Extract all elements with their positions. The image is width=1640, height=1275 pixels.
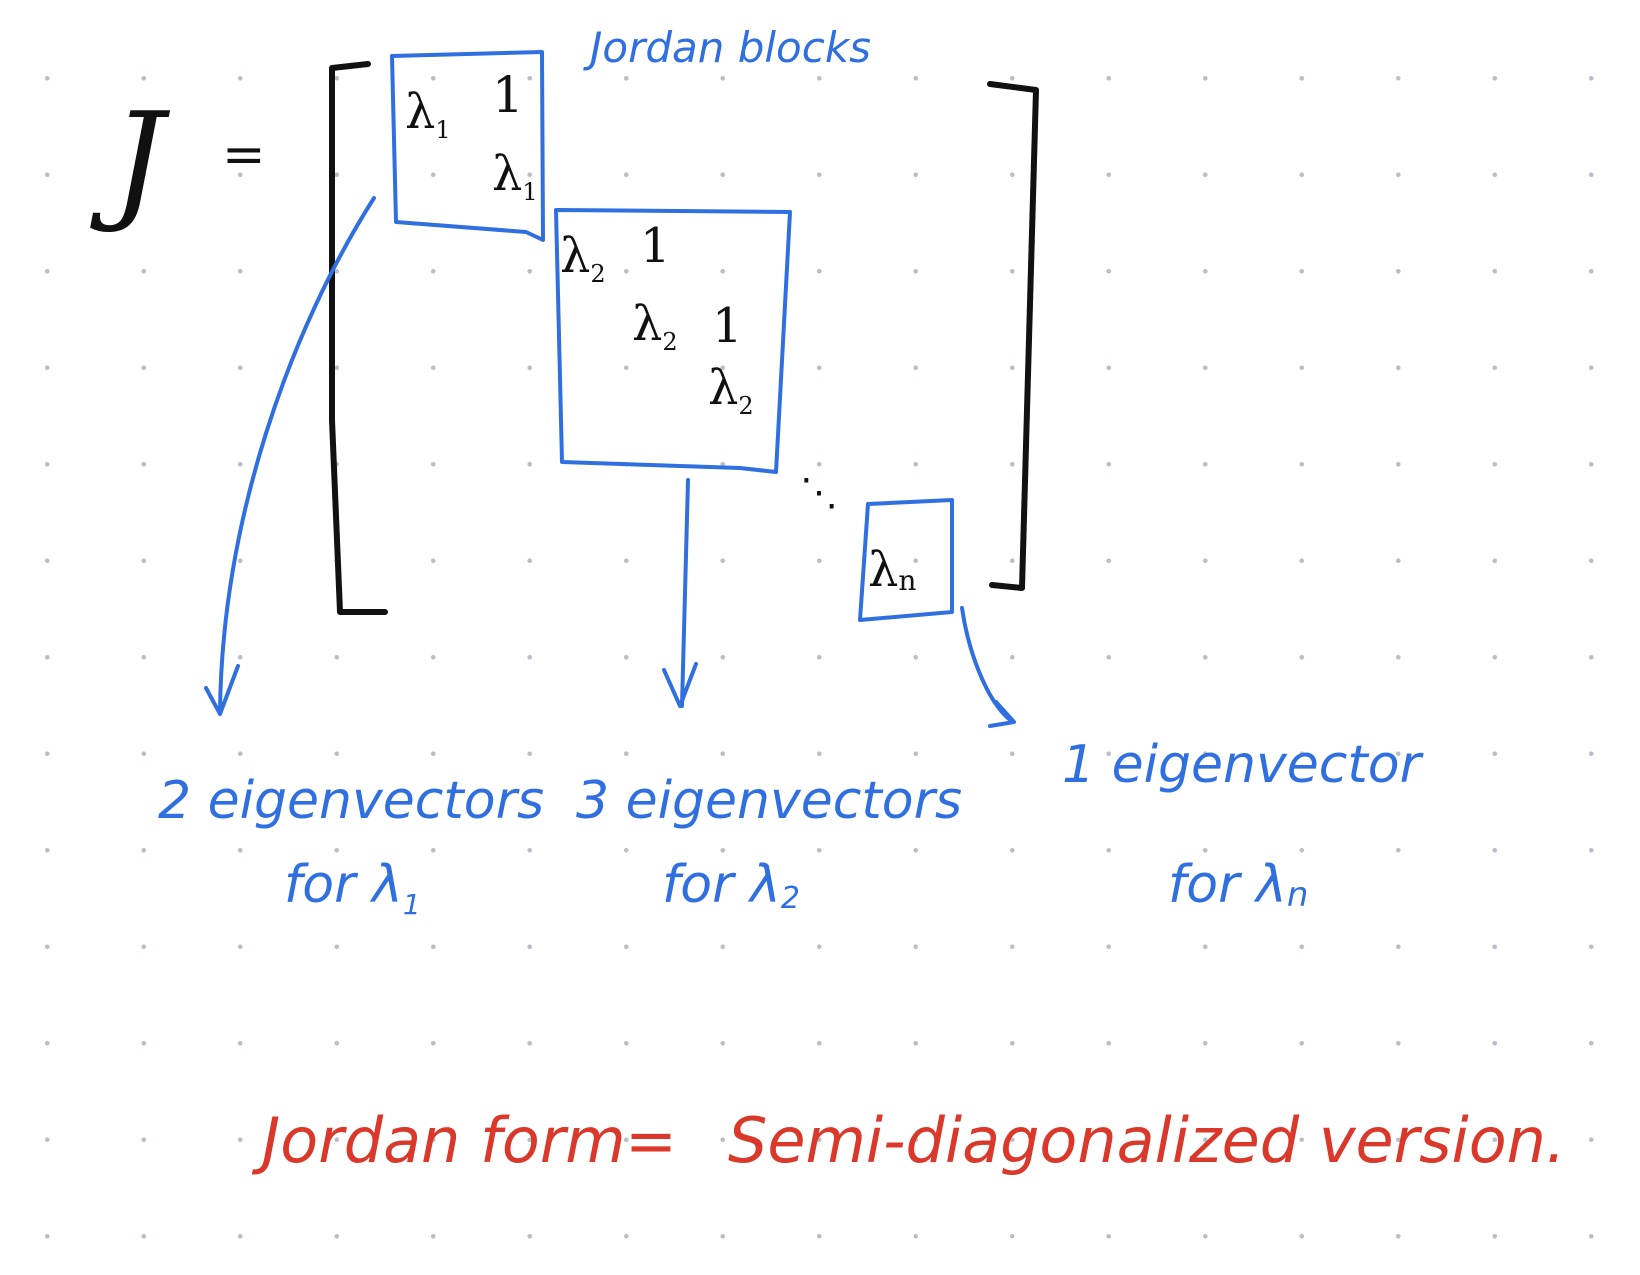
left-bracket [329,61,388,615]
annotation-block1-line1: 2 eigenvectors [158,771,544,831]
summary-left: Jordan form [251,1104,626,1177]
arrow-block3 [960,606,1012,722]
block1-lambda-2: λ1 [492,146,538,206]
arrow-block3-head [988,700,1016,728]
block3-lambda-n: λn [868,542,916,598]
block2-lambda-1: λ2 [560,228,606,288]
matrix-symbol: J [90,84,171,236]
jordan-blocks-label: Jordan blocks [583,23,871,72]
block1-lambda-1: λ1 [405,84,451,144]
annotation-block2-line2: for λ2 [662,855,800,916]
block1-one: 1 [492,66,524,124]
block2-lambda-3: λ2 [708,360,754,420]
equals-sign: = [222,125,266,185]
arrow-block2-head [662,662,698,708]
block2-one-1: 1 [640,218,671,274]
jordan-block-n-box [858,498,954,622]
arrow-block1 [218,196,376,714]
summary-right: Semi-diagonalized version. [728,1104,1566,1177]
arrow-block2 [680,478,690,708]
annotation-block1-line2: for λ1 [284,855,421,921]
jordan-block-1-box [390,50,545,242]
right-bracket [987,81,1039,591]
annotation-block2-line1: 3 eigenvectors [576,771,962,831]
diagonal-ellipsis: ⋱ [800,470,838,514]
block2-lambda-2: λ2 [632,296,678,356]
summary-equals: = [625,1104,677,1177]
jordan-block-2-box [554,208,792,474]
annotation-block3-line1: 1 eigenvector [1062,735,1425,795]
block2-one-2: 1 [712,298,743,354]
annotation-block3-line2: for λn [1168,855,1308,915]
arrow-block1-head [204,664,240,716]
